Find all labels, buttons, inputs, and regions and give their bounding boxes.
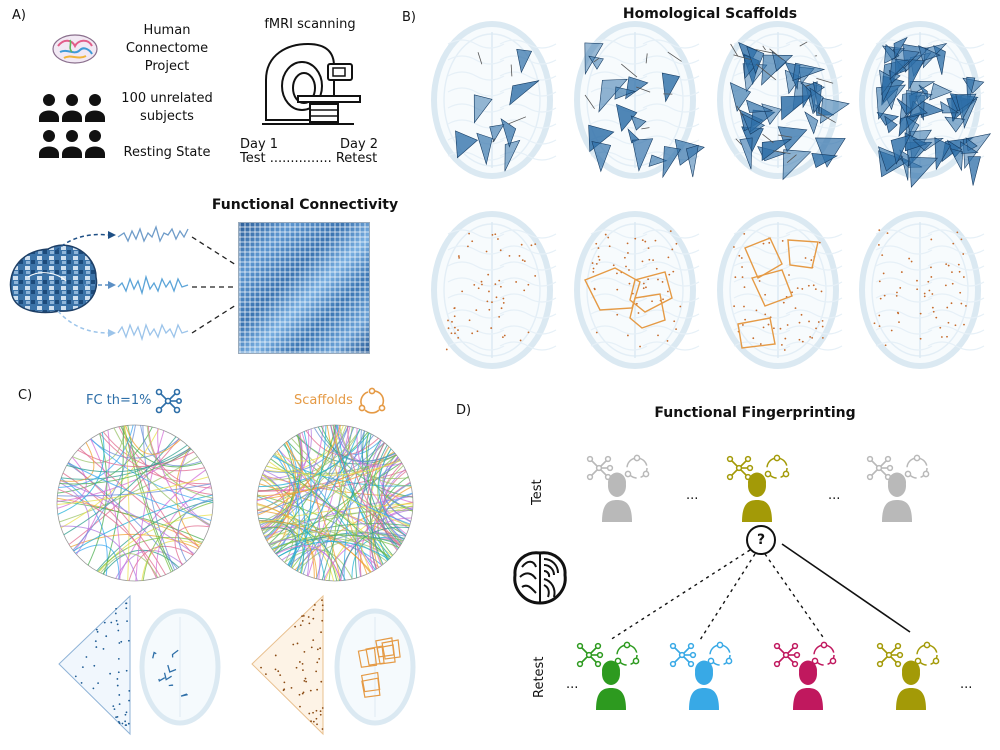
chord-diagrams (56, 424, 414, 582)
functional-connectivity-title: Functional Connectivity (211, 197, 399, 213)
retest-subject-4 (876, 641, 940, 710)
retest-subject-1 (576, 641, 640, 710)
fingerprint-brain-icon (513, 551, 567, 605)
cycle-icon (358, 387, 386, 414)
subjects-icons (576, 454, 940, 710)
scaffold-brain-bottom-3 (717, 211, 843, 369)
test-ellipsis-1: ... (686, 488, 699, 503)
test-row-label: Test (530, 479, 545, 505)
network-icon (155, 388, 182, 414)
scaffold-brain-bottom-4 (859, 211, 985, 369)
test-subject-1 (586, 454, 650, 522)
day1-label: Day 1 (240, 137, 279, 152)
test-ellipsis-2: ... (828, 488, 841, 503)
scaffold-brain-top-2 (574, 21, 705, 179)
mri-scanner-icon (262, 42, 361, 125)
scaffold-brain-top-1 (431, 21, 557, 179)
test-subject-3 (866, 454, 930, 522)
match-lines (609, 543, 911, 641)
scaffold-brain-top-4 (859, 21, 992, 188)
small-brain-blue (139, 608, 221, 726)
panel-c-label: C) (18, 388, 33, 403)
scaffold-chord-diagram (256, 424, 414, 582)
subjects-icon (39, 94, 105, 158)
fc-matrix (238, 222, 370, 354)
fc-threshold-label: FC th=1% (86, 393, 152, 408)
fmri-scanning-title: fMRI scanning (264, 17, 356, 32)
functional-fingerprinting-title: Functional Fingerprinting (654, 405, 856, 421)
small-scaffold-brains (139, 608, 416, 726)
scaffold-brains (431, 21, 992, 369)
homological-scaffolds-title: Homological Scaffolds (622, 6, 798, 22)
small-brain-orange (334, 608, 416, 726)
question-node: ? (746, 525, 776, 555)
subjects-text: 100 unrelated subjects (121, 91, 213, 124)
fc-pipeline-diagram (9, 224, 237, 342)
resting-state-text: Resting State (123, 145, 211, 160)
fc-chord-diagram (56, 424, 214, 582)
scaffolds-label: Scaffolds (294, 393, 353, 408)
hcp-text: Human Connectome Project (125, 23, 209, 74)
panel-d-label: D) (456, 403, 472, 418)
retest-subject-2 (669, 641, 733, 710)
retest-ellipsis-2: ... (960, 677, 973, 692)
panel-a-label: A) (12, 8, 26, 23)
matrix-triangles (58, 594, 324, 736)
retest-subject-3 (773, 641, 837, 710)
day2-label: Day 2 (340, 137, 379, 152)
test-subject-2 (726, 454, 790, 522)
scaffold-brain-top-3 (717, 21, 850, 181)
panel-b-label: B) (402, 10, 416, 25)
brain-icon (52, 34, 98, 64)
scaffold-brain-bottom-1 (431, 211, 557, 369)
scaffold-brain-bottom-2 (574, 211, 700, 369)
test-retest-label: Test ............... Retest (240, 151, 378, 166)
retest-ellipsis-1: ... (566, 677, 579, 692)
retest-row-label: Retest (532, 656, 547, 698)
